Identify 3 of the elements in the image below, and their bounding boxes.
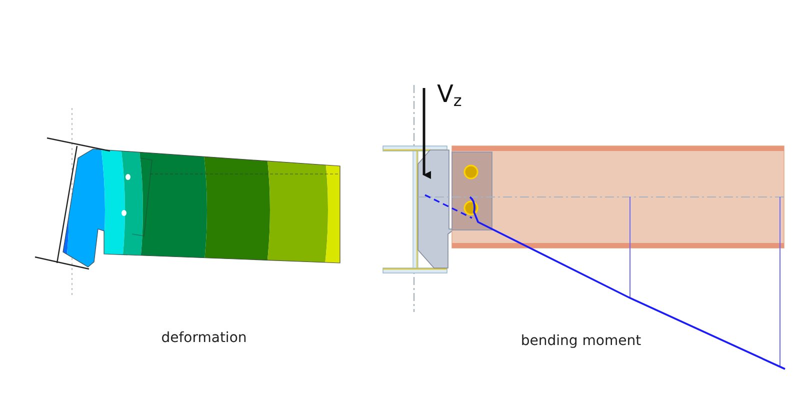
force-symbol: V$_{z}$ (437, 82, 462, 109)
caption: deformation (161, 330, 247, 346)
caption: bending moment (520, 333, 642, 349)
